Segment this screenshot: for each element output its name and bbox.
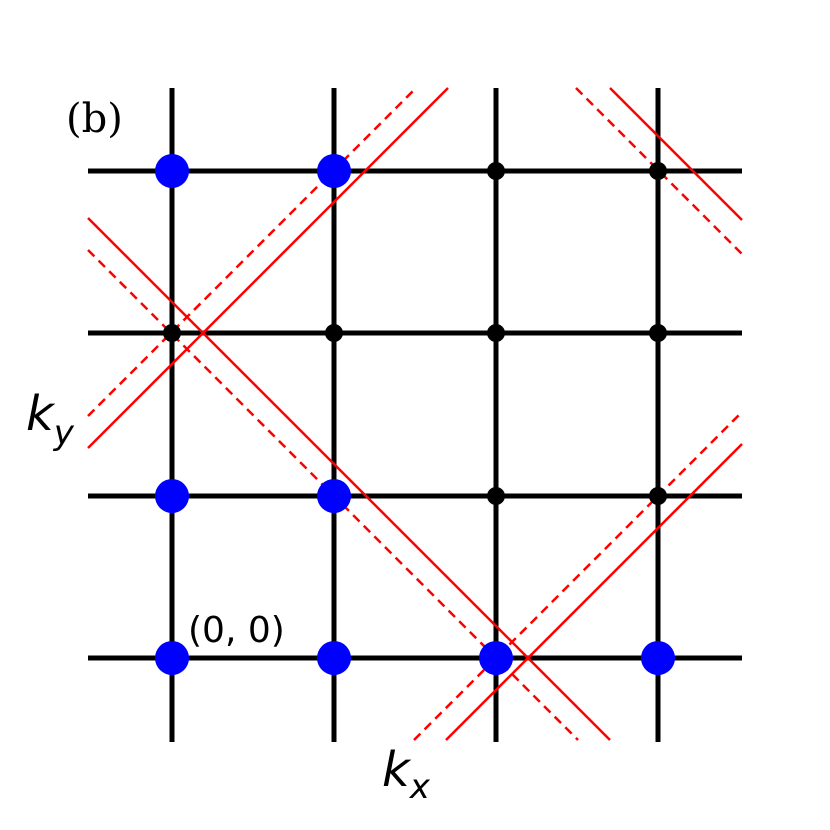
- lattice-point-blue: [155, 479, 189, 513]
- lattice-point-black: [163, 324, 181, 342]
- lattice-point-black: [649, 324, 667, 342]
- red-solid-line: [609, 87, 743, 221]
- lattice-point-blue: [479, 641, 513, 675]
- panel-label: (b): [66, 96, 123, 142]
- origin-label: (0, 0): [188, 610, 285, 651]
- grid-lines: [88, 88, 742, 742]
- x-axis-label-sub: x: [409, 767, 431, 807]
- lattice-point-black: [325, 324, 343, 342]
- red-dashed-line: [413, 411, 743, 741]
- lattice-point-black: [649, 487, 667, 505]
- red-solid-line: [445, 443, 743, 741]
- x-axis-label: kx: [382, 742, 431, 807]
- lattice-points: [155, 154, 675, 675]
- red-dashed-line: [87, 87, 417, 417]
- lattice-point-blue: [155, 641, 189, 675]
- lattice-point-blue: [641, 641, 675, 675]
- red-dashed-line: [575, 87, 743, 255]
- lattice-point-black: [487, 324, 505, 342]
- lattice-point-blue: [317, 641, 351, 675]
- lattice-point-blue: [317, 479, 351, 513]
- lattice-point-blue: [317, 154, 351, 188]
- y-axis-label-sub: y: [53, 413, 75, 453]
- lattice-point-black: [649, 162, 667, 180]
- lattice-point-black: [487, 487, 505, 505]
- red-solid-line: [87, 87, 449, 449]
- lattice-point-black: [487, 162, 505, 180]
- y-axis-label: ky: [26, 386, 75, 453]
- y-axis-label-base: k: [26, 386, 56, 442]
- red-solid-line: [87, 217, 611, 741]
- red-fermi-lines: [87, 87, 743, 741]
- lattice-point-blue: [155, 154, 189, 188]
- x-axis-label-base: k: [382, 742, 412, 798]
